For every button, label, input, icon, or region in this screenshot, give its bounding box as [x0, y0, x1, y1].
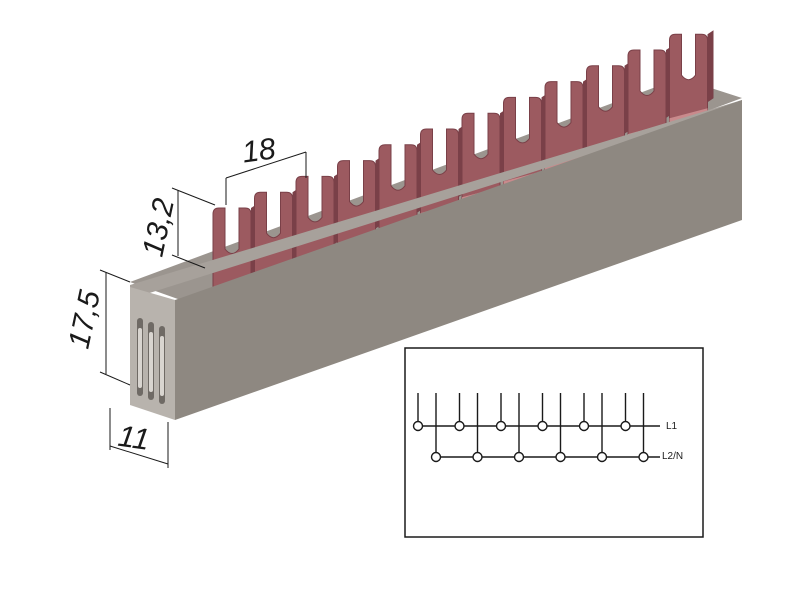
schematic-node	[412, 420, 424, 432]
schematic-node	[578, 420, 590, 432]
schematic-node	[555, 451, 566, 463]
dimension-fork-height: 13,2	[137, 195, 181, 259]
busbar-top-face	[130, 100, 742, 310]
schematic-node	[596, 451, 608, 463]
dimension-lines	[99, 151, 307, 468]
dimension-pitch: 18	[240, 132, 278, 169]
dimension-body-width: 11	[116, 420, 151, 457]
schematic-node	[454, 420, 465, 432]
schematic-node	[472, 451, 483, 463]
wiring-schematic: L1 L2/N	[404, 347, 704, 538]
schematic-lines	[412, 393, 660, 463]
schematic-label-l2n: L2/N	[662, 451, 683, 462]
busbar-front-face	[175, 100, 742, 420]
schematic-frame	[404, 347, 704, 538]
dimension-body-height: 17,5	[63, 287, 107, 351]
schematic-node	[430, 451, 442, 463]
schematic-node	[638, 451, 649, 463]
schematic-node	[513, 451, 525, 463]
schematic-node	[495, 420, 507, 432]
schematic-node	[537, 420, 548, 432]
end-cap-slots	[137, 318, 165, 404]
schematic-node	[620, 420, 631, 432]
schematic-label-l1: L1	[666, 421, 678, 432]
